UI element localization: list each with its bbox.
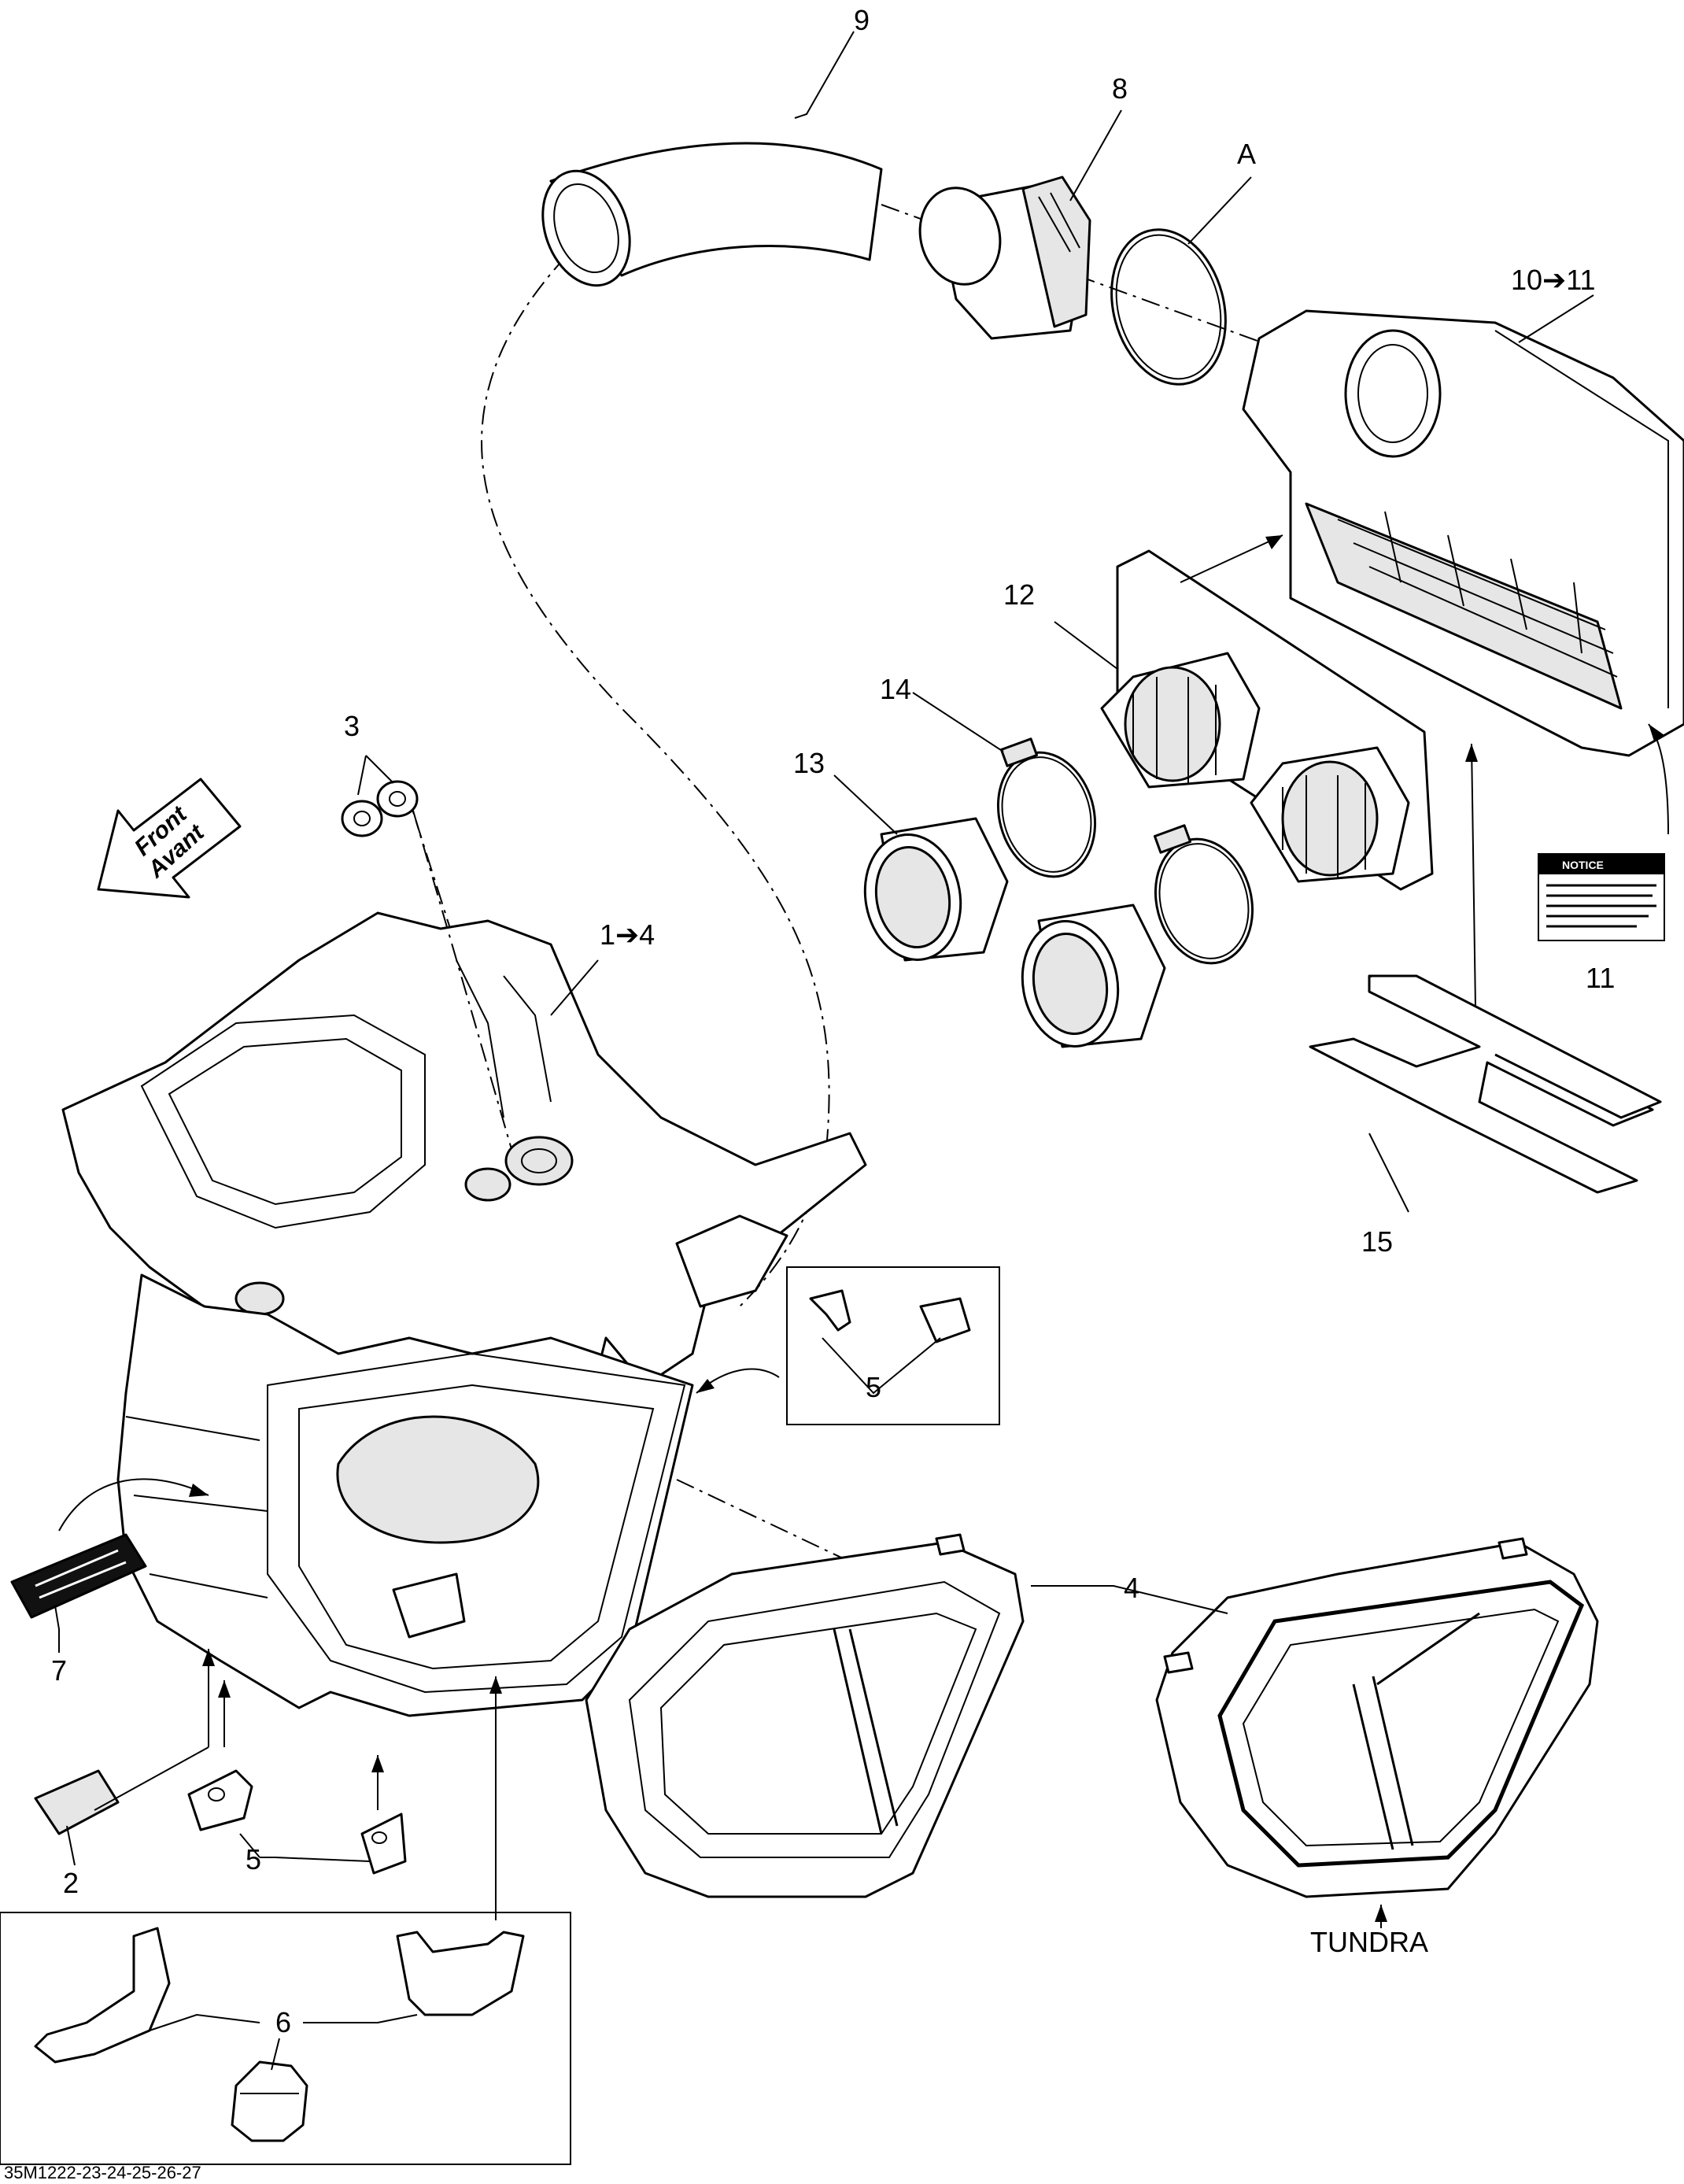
callout-2: 2 <box>63 1867 79 1899</box>
callout-5-boxed: 5 <box>866 1371 881 1403</box>
callout-9: 9 <box>854 4 870 36</box>
assembly-arrows <box>58 534 1669 1928</box>
part-4-tundra-cover <box>1155 1537 1599 1898</box>
part-15-filter-pad <box>1309 974 1662 1194</box>
part-9-intake-hose <box>541 142 883 287</box>
part-5-boxed-clips <box>786 1266 1000 1425</box>
drawing-code: 35M1222-23-24-25-26-27 <box>4 2163 201 2182</box>
callout-14: 14 <box>880 673 911 705</box>
callout-11: 11 <box>1586 962 1615 994</box>
part-8-adaptor <box>918 176 1091 340</box>
leader-lines <box>54 31 1594 2071</box>
callout-12: 12 <box>1003 578 1035 611</box>
callout-13: 13 <box>793 747 825 779</box>
notice-decal-icon: NOTICE <box>1538 853 1665 941</box>
part-13-couplers <box>863 817 1166 1048</box>
part-14-clamps <box>996 737 1254 965</box>
part-12-intake-tray <box>1100 549 1434 891</box>
part-A-o-ring <box>1110 228 1227 386</box>
part-3-grommets <box>341 780 512 1150</box>
callout-6: 6 <box>275 2006 291 2038</box>
callout-labels: 9 8 A 10➔11 12 14 13 3 1➔4 11 15 5 4 7 5… <box>4 4 1615 2182</box>
callout-1-4: 1➔4 <box>600 918 655 951</box>
callout-10-11: 10➔11 <box>1511 264 1596 296</box>
callout-3: 3 <box>344 710 360 742</box>
callout-A: A <box>1237 138 1256 170</box>
caution-decal-icon <box>10 1533 147 1619</box>
part-6-boxed-clips <box>0 1912 571 2165</box>
variant-label-tundra: TUNDRA <box>1310 1926 1428 1958</box>
part-2-label <box>34 1769 120 1835</box>
part-1-silencer-base <box>61 911 867 1402</box>
part-10-air-box <box>1242 309 1684 757</box>
part-5-clips <box>187 1769 407 1875</box>
callout-4: 4 <box>1124 1572 1139 1604</box>
part-4-silencer-cover <box>585 1533 1025 1898</box>
part-1-silencer-body <box>116 1273 694 1717</box>
callout-5: 5 <box>246 1843 261 1875</box>
callout-15: 15 <box>1361 1225 1393 1258</box>
front-direction-arrow-icon: Front Avant <box>97 778 242 899</box>
notice-decal-heading: NOTICE <box>1562 859 1604 871</box>
callout-8: 8 <box>1112 72 1128 105</box>
callout-7: 7 <box>51 1654 67 1687</box>
